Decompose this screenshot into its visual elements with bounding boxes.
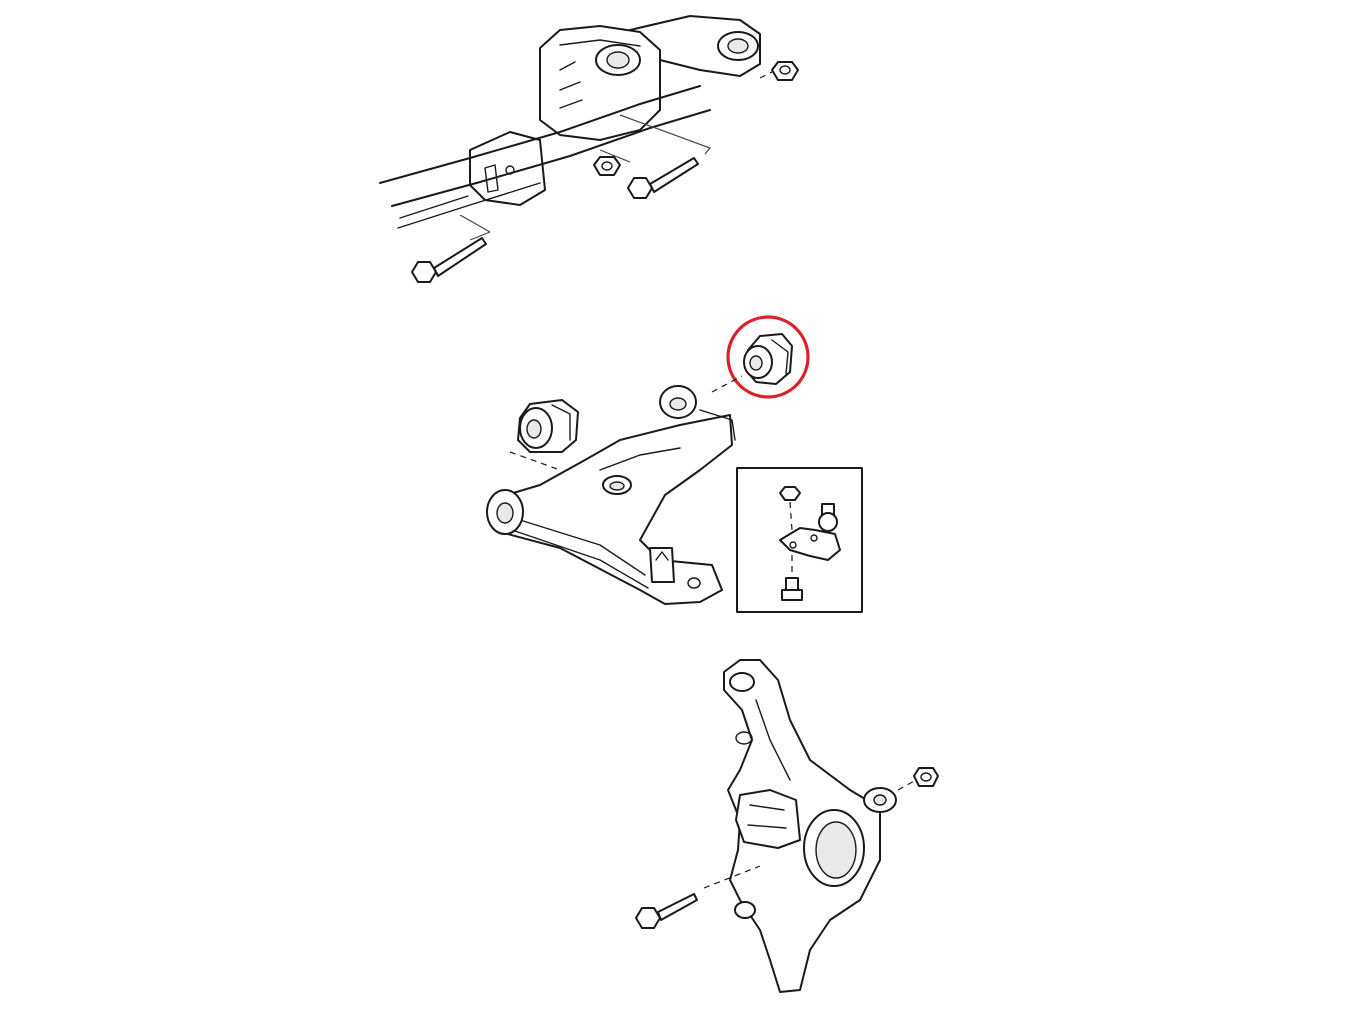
bolt-icon <box>627 157 699 199</box>
nut-icon <box>779 486 801 501</box>
nut-icon <box>593 156 621 176</box>
highlight-ring <box>726 315 810 399</box>
control-arm-icon <box>486 385 736 605</box>
ball-joint-inset <box>736 467 863 613</box>
nut-icon <box>913 767 939 787</box>
rear-bushing-icon <box>726 315 810 399</box>
steering-knuckle-icon <box>723 659 897 993</box>
bolt-icon <box>411 237 487 283</box>
bolt-icon <box>781 577 803 601</box>
front-bushing-icon <box>517 399 579 453</box>
ball-joint-icon <box>779 503 841 561</box>
bolt-icon <box>635 893 698 929</box>
subframe-icon <box>379 15 761 241</box>
nut-icon <box>771 61 799 81</box>
